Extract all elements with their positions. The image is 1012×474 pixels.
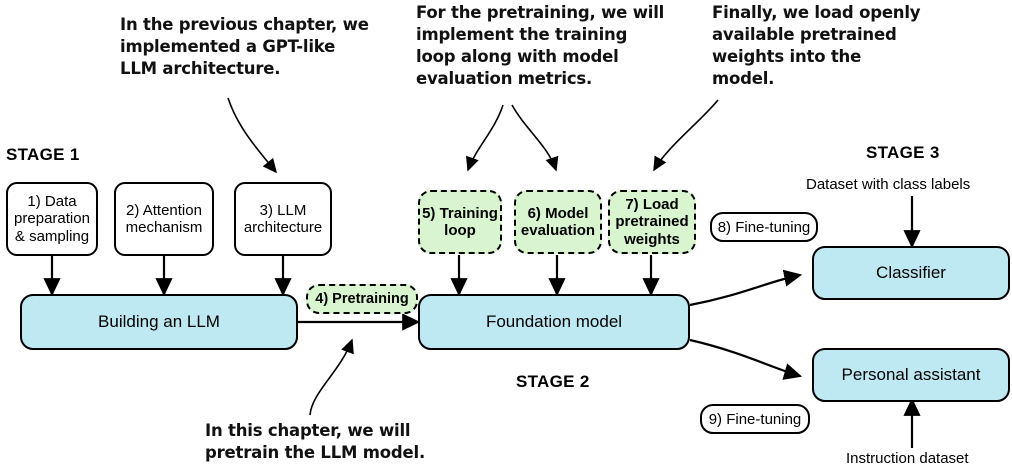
node-attention-mechanism-label: 2) Attention mechanism	[125, 201, 203, 236]
arrow-load-weights-note	[653, 99, 719, 172]
node-load-pretrained-weights[interactable]: 7) Load pretrained weights	[608, 190, 696, 254]
stage-label-2: STAGE 2	[516, 372, 590, 391]
node-data-preparation[interactable]: 1) Data preparation & sampling	[6, 182, 98, 256]
node-training-loop-label: 5) Training loop	[422, 204, 498, 239]
arrow-foundation-to-assistant	[689, 338, 803, 380]
node-fine-tuning-9[interactable]: 9) Fine-tuning	[700, 404, 810, 434]
stage-label-1: STAGE 1	[6, 145, 80, 164]
annotation-load-weights-note: Finally, we load openly available pretra…	[712, 3, 921, 88]
node-personal-assistant[interactable]: Personal assistant	[812, 348, 1010, 402]
arrow-pretraining-note-left	[466, 104, 504, 172]
annotation-prev-chapter: In the previous chapter, we implemented …	[120, 15, 369, 78]
node-building-an-llm[interactable]: Building an LLM	[20, 294, 298, 350]
stage-label-3: STAGE 3	[866, 143, 940, 162]
annotation-this-chapter: In this chapter, we will pretrain the LL…	[205, 421, 426, 462]
node-data-preparation-label: 1) Data preparation & sampling	[14, 192, 90, 245]
node-attention-mechanism[interactable]: 2) Attention mechanism	[114, 182, 214, 256]
annotation-pretraining-note: For the pretraining, we will implement t…	[416, 3, 665, 88]
caption-instruction-dataset: Instruction dataset	[846, 450, 969, 467]
node-load-pretrained-weights-label: 7) Load pretrained weights	[615, 195, 689, 248]
caption-dataset-class-labels: Dataset with class labels	[806, 176, 971, 193]
node-fine-tuning-8[interactable]: 8) Fine-tuning	[710, 212, 818, 242]
node-classifier[interactable]: Classifier	[812, 246, 1010, 300]
node-model-evaluation[interactable]: 6) Model evaluation	[514, 190, 602, 254]
node-training-loop[interactable]: 5) Training loop	[418, 190, 502, 254]
node-llm-architecture[interactable]: 3) LLM architecture	[234, 182, 332, 256]
node-classifier-label: Classifier	[876, 263, 946, 282]
node-personal-assistant-label: Personal assistant	[841, 365, 981, 384]
node-foundation-model[interactable]: Foundation model	[418, 294, 690, 350]
arrow-pretraining-note-right	[511, 104, 559, 172]
node-building-an-llm-label: Building an LLM	[98, 312, 220, 331]
node-foundation-model-label: Foundation model	[485, 312, 623, 331]
node-pretraining[interactable]: 4) Pretraining	[306, 284, 418, 314]
arrow-foundation-to-classifier	[689, 269, 803, 307]
node-llm-architecture-label: 3) LLM architecture	[243, 201, 323, 236]
arrow-prev-chapter	[227, 97, 278, 174]
node-fine-tuning-9-label: 9) Fine-tuning	[708, 410, 802, 428]
node-model-evaluation-label: 6) Model evaluation	[520, 204, 596, 239]
node-pretraining-label: 4) Pretraining	[315, 290, 409, 307]
arrow-this-chapter	[309, 338, 354, 416]
node-fine-tuning-8-label: 8) Fine-tuning	[717, 218, 811, 236]
